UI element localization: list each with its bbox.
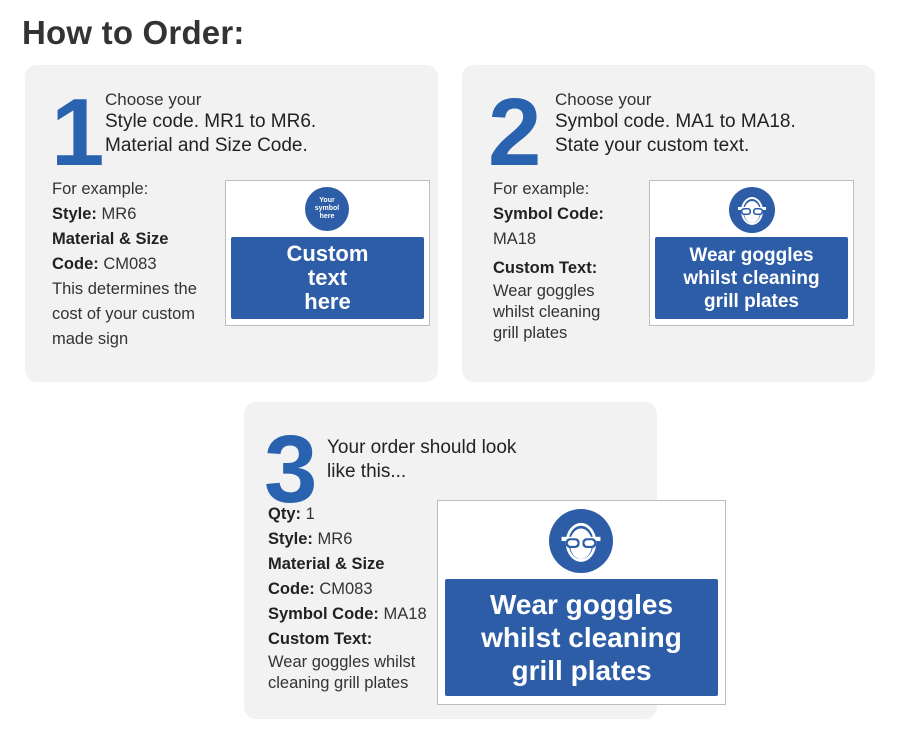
page-title: How to Order: bbox=[22, 14, 245, 51]
step-1-heading: Choose your Style code. MR1 to MR6. Mate… bbox=[105, 90, 317, 156]
step-3-card: 3 Your order should look like this... Qt… bbox=[244, 402, 726, 719]
symbol-placeholder: Your symbol here bbox=[305, 187, 349, 231]
step-3-heading: Your order should look like this... bbox=[327, 437, 517, 482]
step-2-heading: Choose your Symbol code. MA1 to MA18. St… bbox=[555, 90, 796, 156]
step-1-number: 1 bbox=[51, 79, 105, 186]
step-1-card: 1 Choose your Style code. MR1 to MR6. Ma… bbox=[25, 65, 438, 382]
step-3-final-sign: Wear goggles whilst cleaning grill plate… bbox=[437, 500, 726, 705]
example-text-panel: Wear goggles whilst cleaning grill plate… bbox=[655, 237, 848, 319]
custom-text-panel: Custom text here bbox=[231, 237, 424, 319]
goggles-icon bbox=[549, 509, 613, 573]
goggles-icon bbox=[729, 187, 775, 233]
step-3-details: Qty: 1 Style: MR6 Material & Size Code: … bbox=[268, 505, 427, 692]
step-2-card: 2 Choose your Symbol code. MA1 to MA18. … bbox=[462, 65, 875, 382]
step-2-sign-example: Wear goggles whilst cleaning grill plate… bbox=[649, 180, 854, 326]
step-2-number: 2 bbox=[488, 79, 542, 186]
step-3-number: 3 bbox=[264, 416, 318, 523]
step-1-sign-template: Your symbol here Custom text here bbox=[225, 180, 430, 326]
step-1-details: For example: Style: MR6 Material & Size … bbox=[52, 180, 197, 348]
final-text-panel: Wear goggles whilst cleaning grill plate… bbox=[445, 579, 718, 696]
step-2-details: For example: Symbol Code: MA18 Custom Te… bbox=[493, 180, 604, 342]
